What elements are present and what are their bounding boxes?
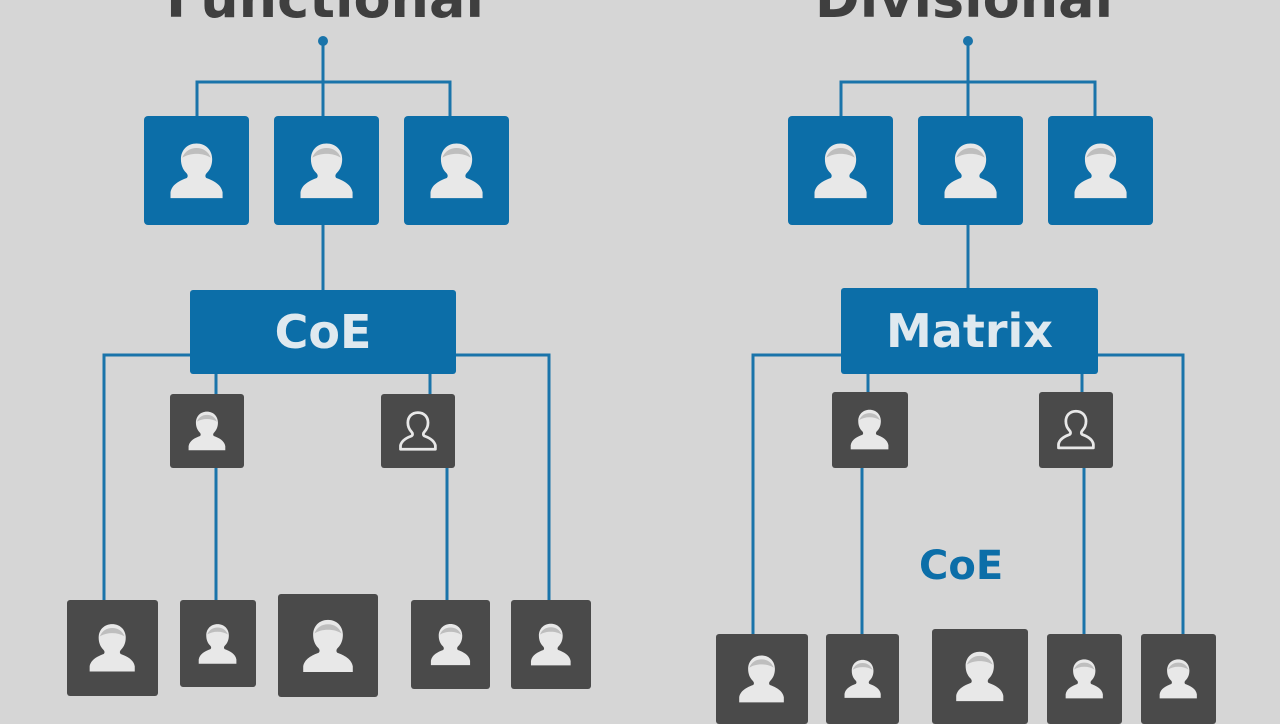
leader-box: [274, 116, 379, 225]
person-icon: [832, 392, 908, 468]
hub-label: CoE: [274, 305, 372, 359]
person-icon: [67, 600, 158, 696]
hub-label: Matrix: [886, 304, 1053, 358]
leader-box: [404, 116, 509, 225]
member-box: [511, 600, 591, 689]
leader-box: [918, 116, 1023, 225]
manager-box: [381, 394, 455, 468]
person-icon: [404, 116, 509, 225]
leader-box: [1048, 116, 1153, 225]
person-icon: [170, 394, 244, 468]
manager-box: [1039, 392, 1113, 468]
connector: [195, 80, 452, 118]
panel-title-functional: Functional: [166, 0, 484, 26]
member-box: [278, 594, 378, 697]
person-icon: [826, 634, 899, 724]
panel-title-divisional: Divisional: [815, 0, 1113, 26]
person-icon: [1048, 116, 1153, 225]
person-icon: [274, 116, 379, 225]
person-icon: [411, 600, 490, 689]
member-box: [411, 600, 490, 689]
person-outline-icon: [1039, 392, 1113, 468]
leader-box: [788, 116, 893, 225]
member-box: [932, 629, 1028, 724]
hub-box-matrix: Matrix: [841, 288, 1098, 374]
connector: [751, 353, 842, 636]
manager-box: [170, 394, 244, 468]
person-icon: [788, 116, 893, 225]
person-icon: [1141, 634, 1216, 724]
person-icon: [180, 600, 256, 687]
hub-box-coe: CoE: [190, 290, 456, 374]
connector: [454, 353, 551, 602]
person-icon: [511, 600, 591, 689]
leader-box: [144, 116, 249, 225]
person-outline-icon: [381, 394, 455, 468]
connector: [839, 80, 1097, 118]
member-box: [826, 634, 899, 724]
member-box: [180, 600, 256, 687]
manager-box: [832, 392, 908, 468]
person-icon: [716, 634, 808, 724]
person-icon: [918, 116, 1023, 225]
connector: [102, 353, 192, 602]
person-icon: [144, 116, 249, 225]
member-box: [67, 600, 158, 696]
floating-label-coe: CoE: [919, 543, 1004, 589]
member-box: [1047, 634, 1122, 724]
person-icon: [932, 629, 1028, 724]
person-icon: [1047, 634, 1122, 724]
member-box: [716, 634, 808, 724]
member-box: [1141, 634, 1216, 724]
connector: [1097, 353, 1185, 636]
person-icon: [278, 594, 378, 697]
